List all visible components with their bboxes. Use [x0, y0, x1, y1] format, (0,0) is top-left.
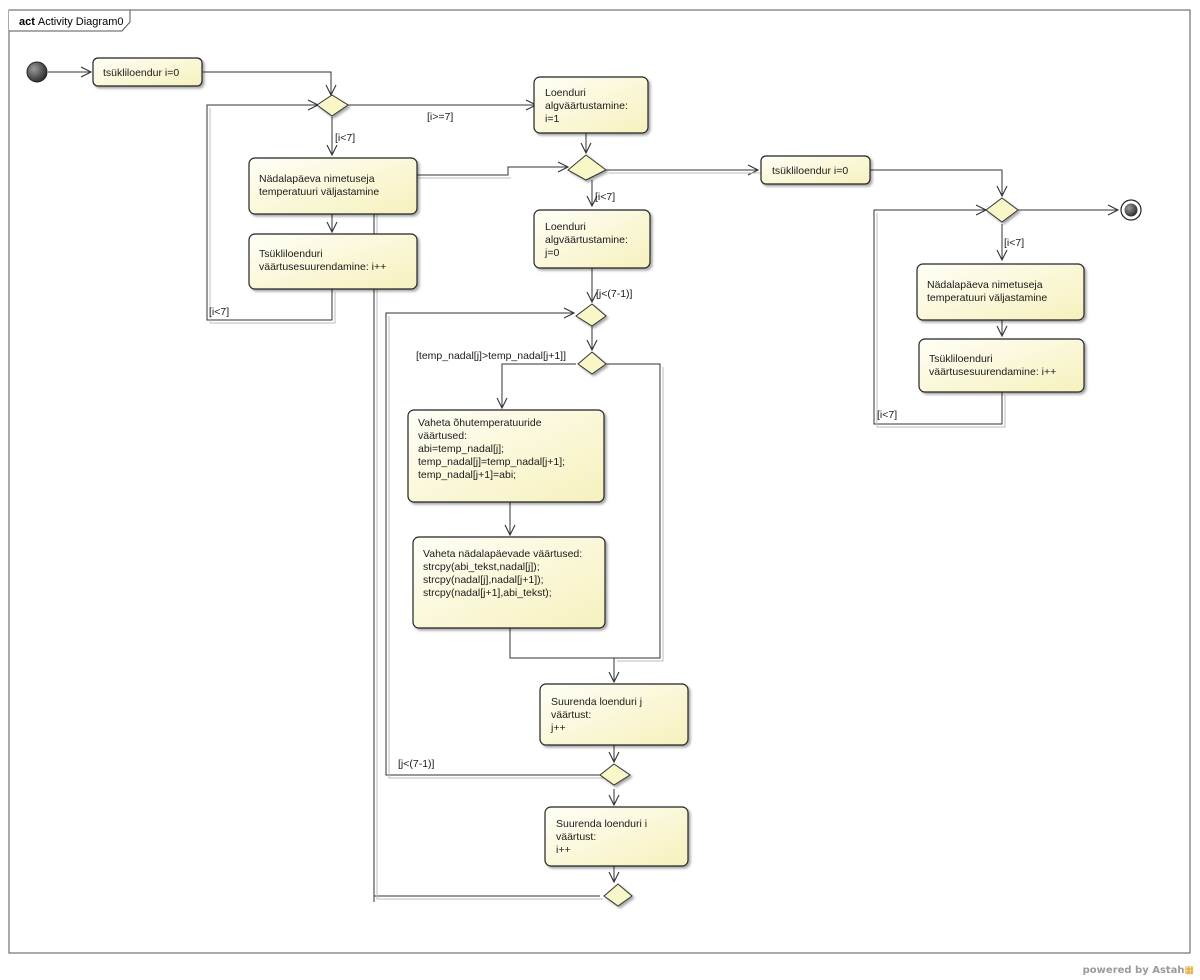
edge-days-incrj [509, 628, 614, 682]
guard-label-4: [i<7] [595, 191, 615, 203]
guard-label-9: [i<7] [877, 409, 897, 421]
edge-dec4-else [606, 363, 661, 659]
action-nodes [92, 57, 1085, 867]
guard-label-8: [i<7] [1004, 237, 1024, 249]
final-node [1120, 199, 1142, 221]
decision-node-1 [316, 94, 349, 117]
decision-node-4 [577, 351, 607, 375]
action-swap-days-label: Vaheta nädalapäevade väärtused: strcpy(a… [423, 548, 585, 599]
action-swap-temp-label: Vaheta õhutemperatuuride väärtused: abi=… [418, 417, 568, 481]
edge-loop-b [873, 210, 1003, 425]
edge-dec4-swap [502, 363, 576, 408]
guard-label-3: [i<7] [209, 306, 229, 318]
astah-logo-icon: ▦ [1184, 965, 1194, 976]
edge-loop-j [385, 313, 600, 776]
action-print-b-label: Nädalapäeva nimetuseja temperatuuri välj… [927, 279, 1047, 304]
edge-initb-merge7 [870, 169, 1002, 196]
guard-label-7: [j<(7-1)] [398, 758, 435, 770]
edge-loop-outer [373, 167, 600, 902]
action-incr-i-label: Suurenda loenduri i väärtust: i++ [556, 818, 650, 856]
action-init-i-label: tsükliloendur i=0 [103, 67, 179, 79]
action-init-i1-label: Loenduri algväärtustamine: i=1 [545, 87, 631, 125]
edge-loop-a [206, 105, 333, 321]
merge-node-6 [603, 883, 633, 907]
footer-credit: powered by Astah▦ [1083, 965, 1194, 976]
guard-label-2: [i>=7] [427, 111, 453, 123]
footer-text: powered by Astah [1082, 965, 1185, 976]
decision-node-7 [985, 197, 1019, 223]
decision-nodes [316, 94, 1019, 907]
action-print-a-label: Nädalapäeva nimetuseja temperatuuri välj… [259, 173, 379, 198]
guard-label-5: [j<(7-1)] [596, 288, 633, 300]
initial-node [26, 61, 48, 83]
decision-node-5 [599, 763, 631, 786]
action-incr-b-label: Tsükliloenduri väärtusesuurendamine: i++ [929, 353, 1056, 378]
decision-node-2 [567, 154, 607, 181]
guard-label-1: [i<7] [335, 132, 355, 144]
edge-init-merge1 [203, 71, 331, 95]
flow-edges [48, 72, 1118, 902]
action-init-i-b-label: tsükliloendur i=0 [772, 165, 848, 177]
guard-label-6: [temp_nadal[j]>temp_nadal[j+1]] [416, 350, 566, 362]
merge-node-3 [575, 303, 607, 327]
action-incr-a-label: Tsükliloenduri väärtusesuurendamine: i++ [259, 248, 386, 273]
action-init-j0-label: Loenduri algväärtustamine: j=0 [544, 221, 631, 259]
action-incr-j-label: Suurenda loenduri j väärtust: j++ [550, 696, 645, 734]
